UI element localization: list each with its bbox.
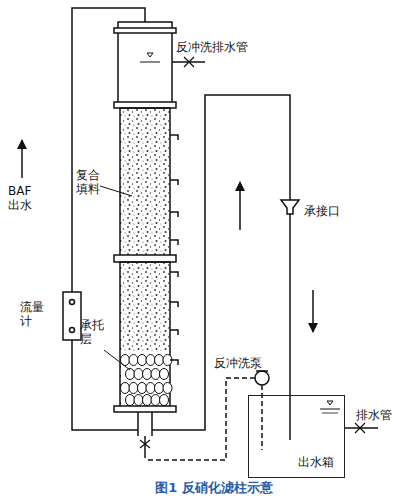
pebble	[126, 369, 135, 380]
pebble	[121, 383, 130, 394]
part-label: 承托层	[80, 318, 105, 347]
pebble	[163, 383, 172, 394]
part-label: 反冲洗泵	[214, 356, 262, 370]
pebble	[151, 369, 160, 380]
part-label: 复合填料	[76, 168, 101, 197]
pebble	[129, 383, 138, 394]
pebble	[143, 395, 152, 406]
pebble	[146, 355, 155, 366]
water-tank: 出水箱	[248, 395, 345, 478]
pebble	[143, 369, 152, 380]
figure-caption: 图1 反硝化滤柱示意	[155, 479, 273, 497]
pebble	[160, 369, 169, 380]
pebble	[155, 355, 164, 366]
part-label: 流量计	[20, 300, 45, 329]
pebble	[138, 355, 147, 366]
flow-label: BAF出水	[8, 184, 42, 213]
part-label: 承接口	[304, 204, 340, 218]
pebble	[126, 395, 135, 406]
tank-label: 出水箱	[289, 454, 342, 471]
part-label: 反冲洗排水管	[176, 40, 248, 54]
pebble	[160, 395, 169, 406]
pebble	[146, 383, 155, 394]
pebble	[155, 383, 164, 394]
part-label: 排水管	[356, 408, 392, 422]
pebble	[134, 395, 143, 406]
pebble	[151, 395, 160, 406]
pebble	[134, 369, 143, 380]
pebble	[129, 355, 138, 366]
pebble	[138, 383, 147, 394]
